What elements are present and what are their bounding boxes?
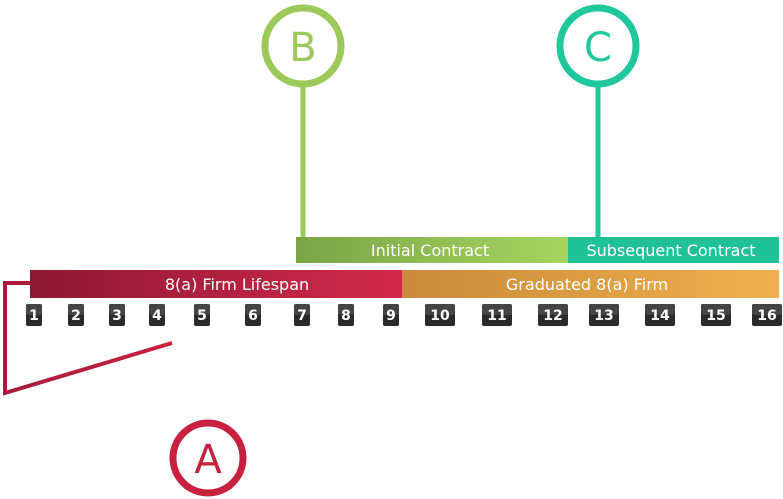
tick-label: 2 <box>71 308 81 324</box>
marker-a-circle <box>169 419 247 497</box>
tick-label: 3 <box>112 308 122 324</box>
tick-box-highlight <box>294 304 310 315</box>
marker-b-letter: B <box>289 25 316 71</box>
marker-b: B <box>261 4 345 88</box>
tick-label: 1 <box>29 308 39 324</box>
firm-lifespan-bar <box>30 270 402 298</box>
tick-box-highlight <box>109 304 125 315</box>
tick-7: 7 <box>294 304 310 326</box>
tick-label: 4 <box>152 308 162 324</box>
tick-16: 16 <box>752 304 782 326</box>
tick-label: 11 <box>487 308 506 324</box>
tick-13: 13 <box>589 304 619 326</box>
graduated-firm-bar <box>402 270 779 298</box>
tick-box-highlight <box>194 304 210 315</box>
tick-11: 11 <box>482 304 512 326</box>
tick-box-highlight <box>589 304 619 315</box>
tick-label: 13 <box>594 308 613 324</box>
tick-6: 6 <box>245 304 261 326</box>
tick-label: 10 <box>430 308 450 324</box>
tick-box-highlight <box>701 304 731 315</box>
tick-box-highlight <box>245 304 261 315</box>
tick-box-highlight <box>68 304 84 315</box>
initial-contract-label: Initial Contract <box>371 241 489 260</box>
subsequent-contract-label: Subsequent Contract <box>586 241 755 260</box>
marker-b-circle <box>261 4 345 88</box>
marker-c-letter: C <box>584 25 612 71</box>
tick-label: 15 <box>706 308 725 324</box>
subsequent-contract-bar <box>568 237 779 263</box>
tick-box-highlight <box>538 304 568 315</box>
tick-box-highlight <box>425 304 455 315</box>
tick-2: 2 <box>68 304 84 326</box>
tick-8: 8 <box>338 304 354 326</box>
tick-label: 12 <box>543 308 562 324</box>
tick-label: 16 <box>757 308 776 324</box>
tick-label: 6 <box>248 308 258 324</box>
tick-1: 1 <box>26 304 42 326</box>
tick-5: 5 <box>194 304 210 326</box>
tick-14: 14 <box>645 304 675 326</box>
marker-c-circle <box>556 4 640 88</box>
tick-box-highlight <box>752 304 782 315</box>
tick-4: 4 <box>149 304 165 326</box>
marker-c: C <box>556 4 640 88</box>
tick-label: 9 <box>386 308 396 324</box>
tick-label: 5 <box>197 308 207 324</box>
tick-3: 3 <box>109 304 125 326</box>
tick-label: 7 <box>297 308 307 324</box>
tick-9: 9 <box>383 304 399 326</box>
firm-lifespan-label: 8(a) Firm Lifespan <box>165 275 309 294</box>
graduated-firm-label: Graduated 8(a) Firm <box>506 275 668 294</box>
tick-12: 12 <box>538 304 568 326</box>
marker-a: A <box>169 419 247 497</box>
tick-15: 15 <box>701 304 731 326</box>
marker-a-letter: A <box>194 437 222 483</box>
tick-label: 8 <box>341 308 351 324</box>
tick-10: 10 <box>425 304 455 326</box>
tick-label: 14 <box>650 308 670 324</box>
tick-box-highlight <box>482 304 512 315</box>
tick-box-highlight <box>338 304 354 315</box>
tick-box-highlight <box>645 304 675 315</box>
tick-box-highlight <box>26 304 42 315</box>
initial-contract-bar <box>296 237 568 263</box>
tick-box-highlight <box>383 304 399 315</box>
tick-box-highlight <box>149 304 165 315</box>
marker-a-connector <box>2 281 173 396</box>
